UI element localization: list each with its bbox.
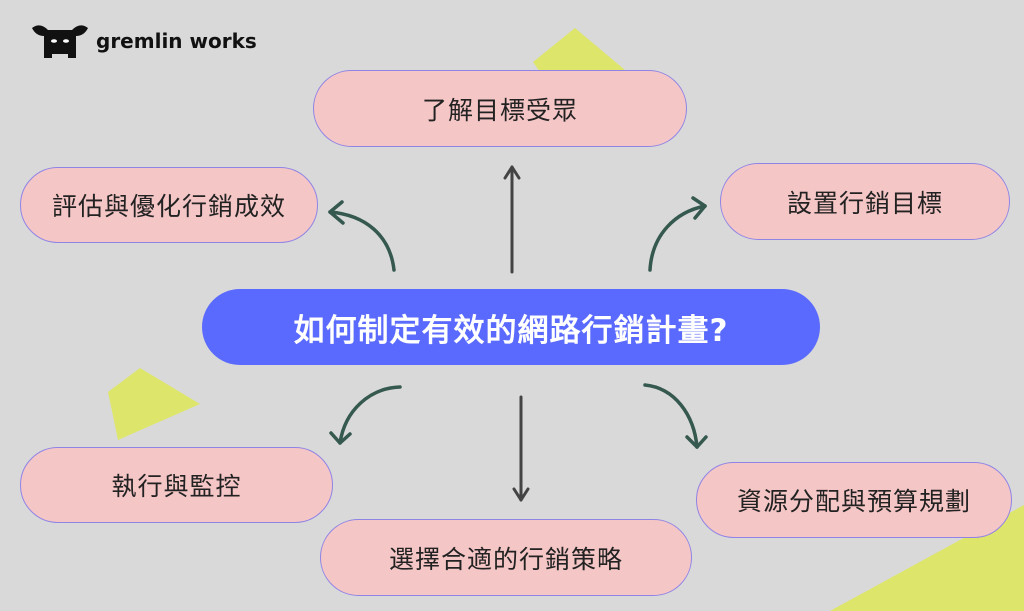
node-budget-planning: 資源分配與預算規劃	[696, 462, 1012, 538]
arrow-bottom-left	[329, 385, 402, 445]
center-question: 如何制定有效的網路行銷計畫?	[202, 289, 820, 365]
node-choose-strategy: 選擇合適的行銷策略	[320, 519, 692, 596]
yellow-shape-top	[533, 28, 625, 72]
node-understand-audience: 了解目標受眾	[313, 70, 687, 147]
brand-logo: gremlin works	[30, 22, 257, 60]
arrow-top-right	[648, 196, 707, 272]
node-set-goals: 設置行銷目標	[720, 163, 1010, 240]
gremlin-icon	[32, 25, 88, 58]
arrow-up	[503, 165, 521, 274]
arrow-down	[512, 395, 530, 502]
arrow-bottom-right	[643, 383, 708, 449]
node-execute-monitor: 執行與監控	[20, 447, 333, 523]
brand-name: gremlin works	[96, 29, 257, 53]
yellow-shape-left	[108, 368, 200, 440]
node-evaluate-optimize: 評估與優化行銷成效	[20, 167, 318, 243]
arrow-top-left	[328, 200, 396, 272]
